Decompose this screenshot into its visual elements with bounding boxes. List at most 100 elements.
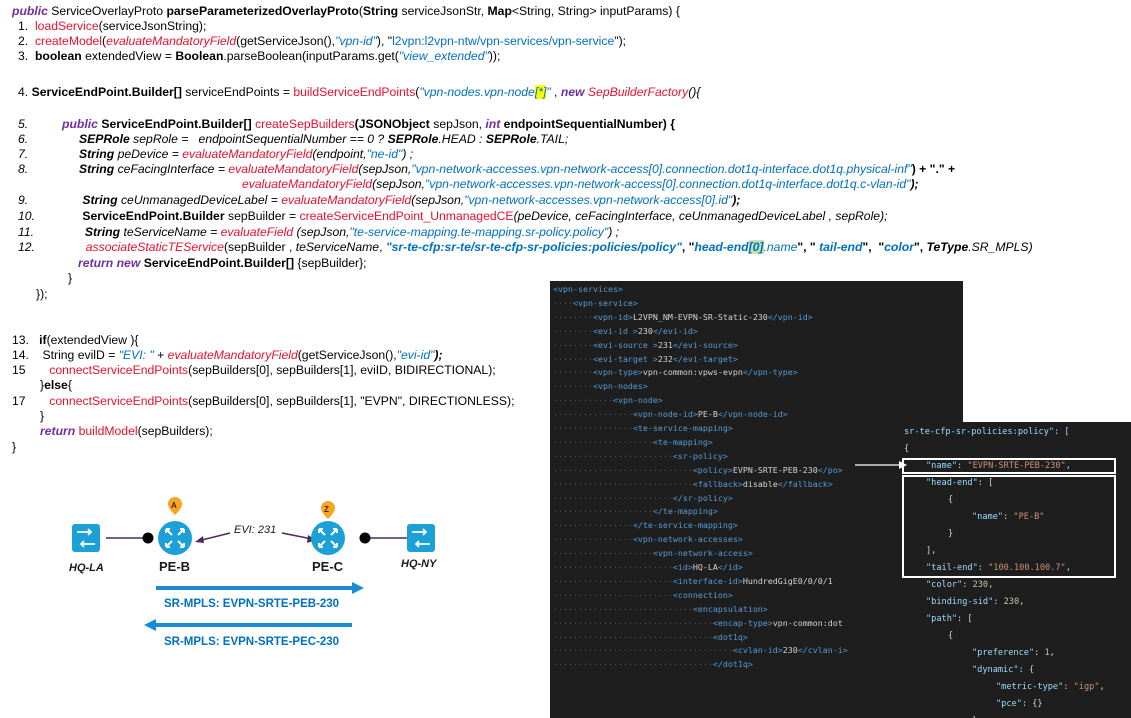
string-literal: "vpn-network-accesses.vpn-network-access… [464,193,733,207]
code-line-8: 8. String ceFacingInterface = evaluateMa… [18,162,955,177]
xml-line: ························</sr-policy> [553,492,733,503]
args: (sepJson, [358,162,412,176]
network-topology: A Z HQ-LA HQ-NY PE-B PE-C EVI: 231 SR-MP… [60,495,490,655]
json-key: "path" [926,614,958,624]
line-number: 17 [12,394,26,408]
json-line: "metric-type": "igp", [996,682,1105,692]
brace: } [40,378,45,392]
var: String evilD = [42,348,119,362]
function-call: createModel [34,34,103,48]
json-string: "EVPN-SRTE-PEB-230" [967,461,1066,471]
xml-close-tag: </vpn-id> [767,311,813,322]
xml-close-tag: </te-mapping> [652,506,718,517]
args: (sepJson, [411,193,465,207]
line-number: 3. [18,49,29,63]
xml-close-tag: </po> [817,464,843,475]
punct: ); [910,177,919,191]
xml-line: ························<connection> [553,589,733,600]
xml-value: EVPN-SRTE-PEB-230 [732,464,818,475]
args: (serviceJsonString); [98,19,207,33]
evi-label: EVI: 231 [234,524,277,536]
xml-open-tag: <sr-policy> [672,450,728,461]
expr: .TAIL; [536,132,569,146]
router-icon [158,521,192,555]
xml-value: 230 [782,645,798,656]
xml-open-tag: <vpn-node> [612,395,663,406]
xml-line: ········<vpn-id>L2VPN_NM-EVPN-SR-Static-… [553,311,813,322]
hq-ny-label: HQ-NY [401,558,437,570]
json-policy-panel: sr-te-cfp-sr-policies:policy": [ { "name… [874,422,1131,718]
paren: ( [358,4,363,18]
type: String [84,225,121,239]
map-pin-icon [168,497,182,515]
code-line-17: 17 connectServiceEndPoints(sepBuilders[0… [12,394,514,409]
string-literal: "ne-id" [366,147,403,161]
line-number: 8. [18,162,29,176]
var: ceFacingInterface = [114,162,229,176]
json-line: "color": 230, [926,580,994,590]
code-line-2: 2. createModel(evaluateMandatoryField(ge… [18,34,626,49]
xml-open-tag: <vpn-type> [592,367,643,378]
endpoints-highlight-box [902,475,1116,578]
string-literal: "vpn-id" [335,34,377,48]
json-key: "color" [926,580,963,590]
code-line-8-cont: evaluateMandatoryField(sepJson,"vpn-netw… [242,177,919,192]
var: ceUnmanagedDeviceLabel = [117,193,282,207]
line-number: 5. [18,117,29,131]
code-line-10: 10. ServiceEndPoint.Builder sepBuilder =… [18,209,888,224]
xml-line: ····················<vpn-network-access> [553,548,753,559]
xml-close-tag: </dot1q> [712,659,753,670]
xml-open-tag: <vpn-id> [592,311,633,322]
json-line: "dynamic": { [972,665,1035,675]
json-key: "pce" [996,699,1022,709]
switch-icon [407,524,435,552]
string-literal: "sr-te-cfp:sr-te/sr-te-cfp-sr-policies:p… [385,240,682,254]
json-punct: ], [926,546,937,556]
punct: , [379,240,386,254]
line-number: 6. [18,132,29,146]
json-key: "head-end" [926,478,978,488]
type: String [78,147,115,161]
xml-value: vpn-common:vpws-evpn [642,367,743,378]
function-call: evaluateMandatoryField [242,177,373,191]
xml-line: ································<dot1q> [553,631,748,642]
line-number: 15 [12,363,26,377]
xml-value: 231 [657,339,673,350]
string-literal: "vpn-nodes.vpn-node [419,85,535,99]
xml-open-tag: <vpn-network-access> [652,548,753,559]
code-line-9: 9. String ceUnmanagedDeviceLabel = evalu… [18,193,740,208]
json-number: 1 [1044,648,1050,658]
xml-open-tag: <encapsulation> [692,603,768,614]
punct: , " [681,240,695,254]
code-line-15: 15 connectServiceEndPoints(sepBuilders[0… [12,363,496,378]
xml-close-tag: </sr-policy> [672,492,733,503]
type: ServiceEndPoint.Builder [82,209,225,223]
xml-close-tag: </vpn-type> [742,367,798,378]
var: teServiceName = [120,225,221,239]
json-key: "name" [972,512,1004,522]
xml-line: ················</te-service-mapping> [553,520,738,531]
code-line-7: 7. String peDevice = evaluateMandatoryFi… [18,147,413,162]
highlight: [0] [748,240,764,254]
json-line: } [972,713,977,718]
xml-line: ········<evi-source >231</evi-source> [553,339,738,350]
punct: + [153,348,168,362]
hq-la-label: HQ-LA [69,562,104,574]
string-literal: l2vpn:l2vpn-ntw/vpn-services/vpn-service [392,34,615,48]
var: extendedView = [81,49,176,63]
xml-line: ································<encap-t… [553,617,843,628]
args: (sepJson, [372,177,425,191]
json-string: "igp" [1073,682,1100,692]
json-punct: [ [988,478,994,488]
topology-drawing [72,497,435,631]
string-literal: "view_extended" [398,49,489,63]
function-call: createSepBuilders [255,117,355,131]
xml-close-tag: </evi-id> [652,325,698,336]
brace: } [40,409,45,423]
expr: {sepBuilder}; [294,256,367,270]
xml-line: ····················</te-mapping> [553,506,718,517]
xml-open-tag: <connection> [672,589,733,600]
json-punct: { [948,631,954,641]
return-builder-line: return new ServiceEndPoint.Builder[] {se… [78,256,367,271]
pe-c-label: PE-C [312,559,344,574]
